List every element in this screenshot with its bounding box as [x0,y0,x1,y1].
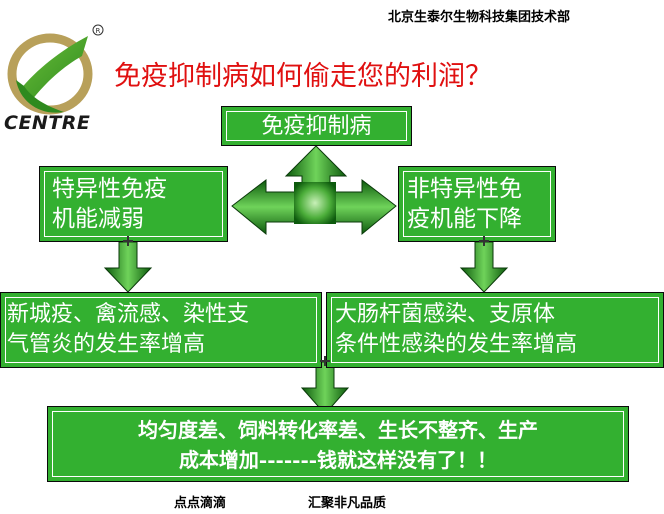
centre-logo-icon: R [7,24,104,115]
box-immunosuppression: 免疫抑制病 [221,106,412,146]
box-viral-diseases: 新城疫、禽流感、染性支 气管炎的发生率增高 [0,292,322,368]
box-profit-loss: 均匀度差、饲料转化率差、生长不整齐、生产 成本增加-------钱就这样没有了！… [47,406,629,482]
logo-text: CENTRE [4,112,91,134]
box-specific-immunity: 特异性免疫 机能减弱 [39,166,228,242]
connector-mark [479,236,489,246]
connector-mark [320,356,330,366]
footer-left-text: 点点滴滴 [174,496,227,511]
page-title: 免疫抑制病如何偷走您的利润？ [114,61,492,92]
three-way-arrow-icon [231,145,397,236]
connector-mark [123,236,133,246]
footer-right-text: 汇聚非凡品质 [308,496,387,511]
down-arrow-left-icon [103,241,153,293]
box-bacterial-infections: 大肠杆菌感染、支原体 条件性感染的发生率增高 [326,292,664,368]
box-nonspecific-immunity: 非特异性免 疫机能下降 [398,166,556,242]
down-arrow-right-icon [459,241,509,293]
svg-text:R: R [96,27,101,35]
company-name: 北京生泰尔生物科技集团技术部 [388,10,571,25]
